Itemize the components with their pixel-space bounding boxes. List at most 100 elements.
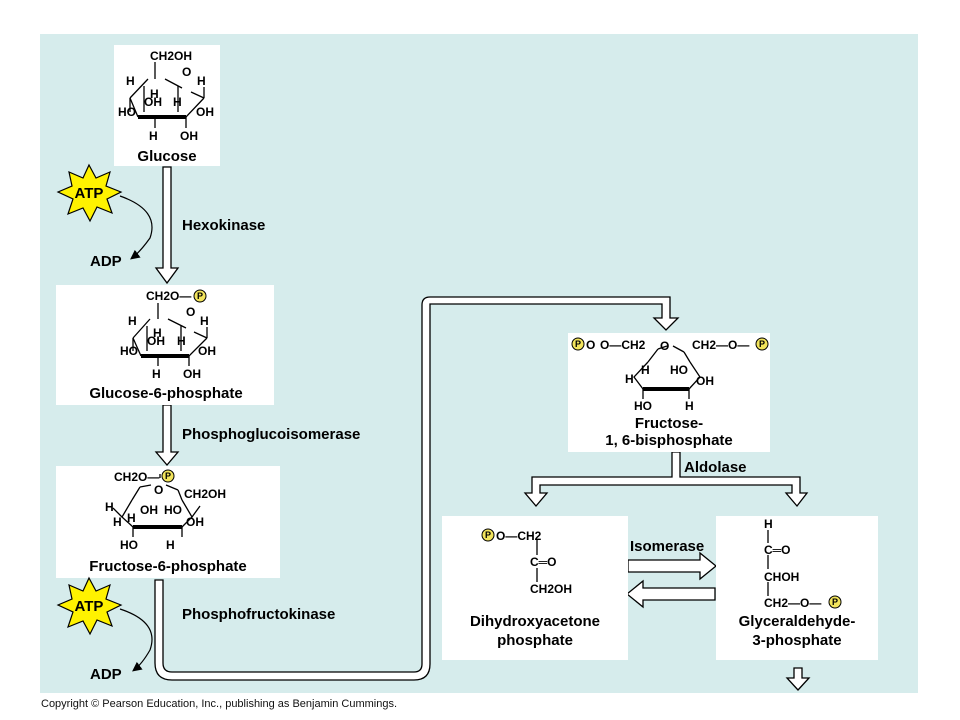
- diagram-element: C═O: [764, 543, 791, 557]
- diagram-element: H: [166, 538, 175, 552]
- diagram-element: P: [832, 597, 838, 607]
- dhap-phosphate-icon: [481, 528, 495, 542]
- diagram-element: H: [127, 511, 136, 525]
- f6p-phosphate-icon: [161, 469, 175, 483]
- f16bp-phosphate-left-icon: [571, 337, 585, 351]
- diagram-element: OH: [144, 95, 162, 109]
- diagram-element: CH2OH: [530, 582, 572, 596]
- diagram-element: C═O: [530, 555, 557, 569]
- diagram-element: CH2—O—: [764, 596, 821, 610]
- g6p-label: Glucose-6-phosphate: [89, 385, 242, 402]
- diagram-element: HO: [120, 538, 138, 552]
- enzyme-phosphofructokinase: Phosphofructokinase: [182, 606, 335, 623]
- diagram-element: H: [685, 399, 694, 413]
- arrow-g3p-onward: [785, 667, 811, 691]
- dhap-label-line1: Dihydroxyacetone: [470, 613, 600, 630]
- arrow-aldolase-split: [523, 451, 809, 508]
- cofactor-curve-1: [119, 195, 153, 260]
- diagram-element: CHOH: [764, 570, 799, 584]
- diagram-element: OH: [198, 344, 216, 358]
- diagram-element: [132, 318, 208, 357]
- arrow-f6p-to-f16bp: [154, 296, 680, 681]
- atp-star-icon-1: [56, 163, 123, 223]
- diagram-element: CH2OH: [184, 487, 226, 501]
- g3p-label-line1: Glyceraldehyde-: [739, 613, 856, 630]
- g6p-phosphate-icon: [193, 289, 207, 303]
- diagram-element: [633, 345, 701, 390]
- diagram-element: P: [197, 291, 203, 301]
- arrow-g6p-to-f6p: [154, 404, 180, 467]
- f16bp-label-line1: Fructose-: [635, 415, 703, 432]
- diagram-element: [642, 348, 691, 399]
- arrow-isomerase-reverse: [625, 579, 716, 609]
- diagram-element: H: [150, 87, 159, 101]
- arrow-isomerase-forward: [627, 551, 718, 581]
- f6p-label: Fructose-6-phosphate: [89, 558, 247, 575]
- g3p-label-line2: 3-phosphate: [752, 632, 841, 649]
- diagram-element: HO: [164, 503, 182, 517]
- diagram-element: H: [197, 74, 206, 88]
- diagram-element: H: [153, 326, 162, 340]
- diagram-element: OH: [696, 374, 714, 388]
- diagram-element: O—CH2: [600, 338, 646, 352]
- arrow-glucose-to-g6p: [154, 166, 180, 285]
- g3p-phosphate-icon: [828, 595, 842, 609]
- diagram-element: HO: [118, 105, 136, 119]
- g6p-ring: [132, 303, 208, 366]
- diagram-element: [129, 78, 205, 118]
- atp-star-icon-2: [56, 576, 123, 636]
- diagram-element: H: [177, 334, 186, 348]
- glucose-box: [114, 45, 220, 166]
- diagram-element: H: [173, 95, 182, 109]
- glucose-ch2oh: CH2OH: [150, 49, 192, 63]
- f16bp-phosphate-right-icon: [755, 337, 769, 351]
- adp-label-1: ADP: [90, 253, 122, 270]
- diagram-element: OH: [186, 515, 204, 529]
- diagram-element: CH2O—: [146, 289, 191, 303]
- diagram-element: CH2O—: [114, 470, 159, 484]
- atp-label-2: ATP: [75, 598, 104, 615]
- diagram-element: OH: [140, 503, 158, 517]
- glucose-ring: [129, 62, 205, 128]
- enzyme-aldolase: Aldolase: [684, 459, 747, 476]
- diagram-element: H: [625, 372, 634, 386]
- diagram-element: CH2—O—: [692, 338, 749, 352]
- diagram-element: O—CH2: [496, 529, 542, 543]
- dhap-label-line2: phosphate: [497, 632, 573, 649]
- diagram-element: O: [660, 339, 669, 353]
- diagram-element: O: [154, 483, 163, 497]
- diagram-element: P: [165, 471, 171, 481]
- diagram-element: [112, 474, 201, 537]
- cofactor-curve-2: [119, 608, 153, 672]
- diagram-element: OH: [147, 334, 165, 348]
- diagram-element: OH: [183, 367, 201, 381]
- diagram-element: O: [186, 305, 195, 319]
- glucose-label: Glucose: [137, 148, 196, 165]
- diagram-element: HO: [634, 399, 652, 413]
- f16bp-box: [568, 333, 770, 452]
- copyright-notice: Copyright © Pearson Education, Inc., pub…: [41, 698, 398, 710]
- diagram-element: H: [149, 129, 158, 143]
- diagram-element: H: [152, 367, 161, 381]
- diagram-element: H: [200, 314, 209, 328]
- diagram-element: H: [126, 74, 135, 88]
- diagram-element: HO: [670, 363, 688, 377]
- g6p-box: [56, 285, 274, 405]
- diagram-element: [129, 62, 205, 128]
- g3p-box: [716, 516, 878, 660]
- f16bp-label-line2: 1, 6-bisphosphate: [605, 432, 733, 449]
- diagram-element: OH: [196, 105, 214, 119]
- dhap-box: [442, 516, 628, 660]
- f6p-box: [56, 466, 280, 578]
- diagram-element: H: [641, 363, 650, 377]
- enzyme-phosphoglucoisomerase: Phosphoglucoisomerase: [182, 426, 360, 443]
- diagram-element: H: [105, 500, 114, 514]
- adp-label-2: ADP: [90, 666, 122, 683]
- diagram-element: P: [759, 339, 765, 349]
- glucose-ring-oxygen: O: [182, 65, 191, 79]
- diagram-element: P: [485, 530, 491, 540]
- atp-label-1: ATP: [75, 185, 104, 202]
- enzyme-isomerase: Isomerase: [630, 538, 704, 555]
- diagram-element: O: [586, 338, 595, 352]
- diagram-element: H: [128, 314, 137, 328]
